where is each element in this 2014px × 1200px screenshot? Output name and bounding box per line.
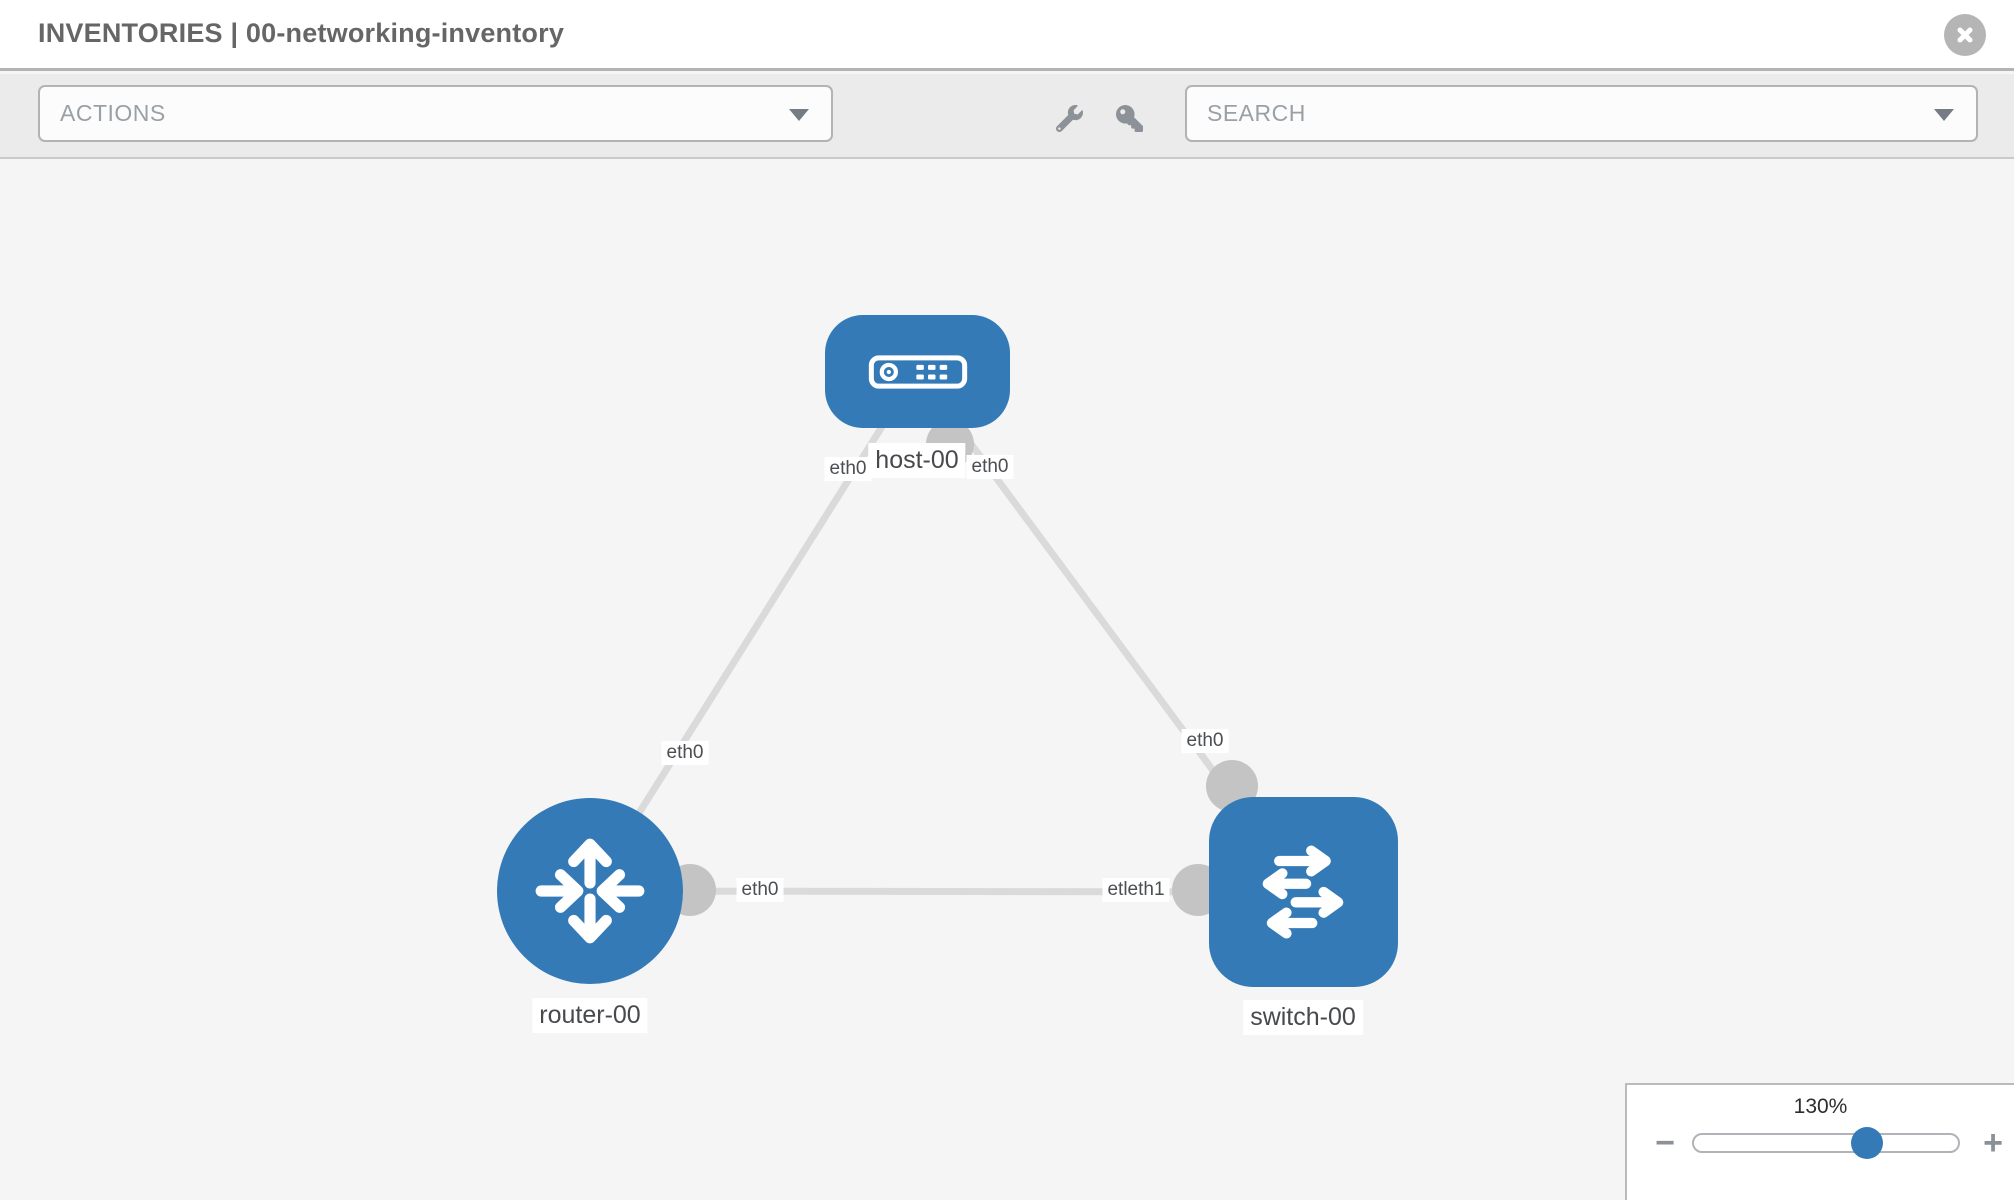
zoom-slider-handle[interactable] <box>1851 1127 1883 1159</box>
node-router-00[interactable] <box>497 798 683 984</box>
zoom-panel: 130% − + <box>1625 1083 2014 1200</box>
node-host-00[interactable] <box>825 315 1010 428</box>
actions-dropdown[interactable]: ACTIONS <box>38 85 833 142</box>
toolbar: ACTIONS SEARCH <box>0 74 2014 159</box>
node-label-router: router-00 <box>532 998 648 1033</box>
zoom-in-button[interactable]: + <box>1973 1121 2013 1165</box>
host-icon <box>868 354 967 389</box>
zoom-out-button[interactable]: − <box>1645 1121 1685 1165</box>
close-button[interactable] <box>1944 14 1986 56</box>
interface-label-switch-eth0-top: eth0 <box>1181 729 1229 753</box>
close-icon <box>1957 27 1973 43</box>
topology-canvas[interactable]: host-00 router-00 switch-00 eth0 eth0 et… <box>0 161 2014 1200</box>
interface-label-host-eth0-right: eth0 <box>966 455 1014 479</box>
interface-label-switch-eth1-left: etleth1 <box>1102 878 1170 902</box>
router-icon <box>535 838 645 944</box>
zoom-slider[interactable] <box>1692 1127 1960 1159</box>
links-layer <box>587 368 1306 916</box>
switch-icon <box>1262 845 1343 939</box>
header: INVENTORIES | 00-networking-inventory <box>0 0 2014 71</box>
actions-dropdown-label: ACTIONS <box>60 100 166 126</box>
key-button[interactable] <box>1112 101 1146 135</box>
chevron-down-icon <box>1934 108 1954 121</box>
zoom-level-label: 130% <box>1793 1095 1848 1118</box>
interface-label-host-eth0-left: eth0 <box>824 457 872 481</box>
link-router-switch[interactable] <box>589 887 1304 896</box>
node-label-host: host-00 <box>868 443 966 478</box>
search-dropdown[interactable]: SEARCH <box>1185 85 1978 142</box>
node-switch-00[interactable] <box>1209 797 1398 987</box>
page-title: INVENTORIES | 00-networking-inventory <box>38 18 565 48</box>
chevron-down-icon <box>789 108 809 121</box>
key-icon <box>1115 104 1143 132</box>
wrench-button[interactable] <box>1052 101 1086 135</box>
search-dropdown-label: SEARCH <box>1207 100 1306 126</box>
interface-label-router-eth0-right: eth0 <box>736 878 784 902</box>
interface-label-router-eth0-top: eth0 <box>661 741 709 765</box>
node-label-switch: switch-00 <box>1243 1000 1363 1035</box>
wrench-icon <box>1055 104 1083 132</box>
